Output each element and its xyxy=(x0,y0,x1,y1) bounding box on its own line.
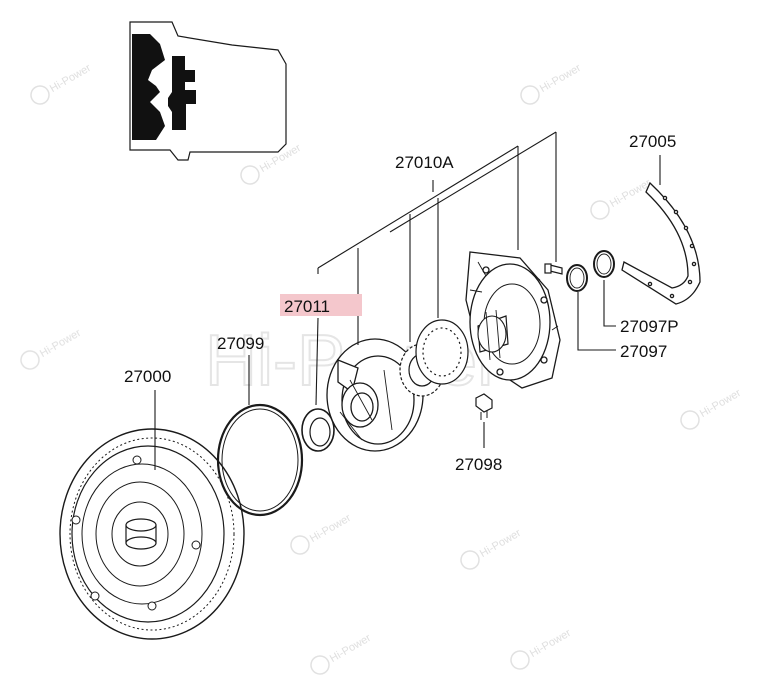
seal-ring-p xyxy=(593,250,615,278)
snap-ring-gasket xyxy=(621,181,701,305)
watermark-logo: Hi-Power xyxy=(520,62,583,105)
o-ring xyxy=(216,403,304,517)
watermark-logo: Hi-Power xyxy=(510,627,573,670)
callout-27010a: 27010A xyxy=(395,153,454,172)
watermark-logo: Hi-Power xyxy=(20,327,83,370)
oil-seal xyxy=(301,408,335,452)
watermark-logo: Hi-Power xyxy=(30,62,93,105)
watermark-text: Hi-Power xyxy=(38,327,83,360)
watermark-text: Hi-Power xyxy=(308,512,353,545)
transmission-cutaway-inset xyxy=(129,21,287,161)
watermark-text: Hi-Power xyxy=(608,177,653,210)
callout-27097: 27097 xyxy=(620,342,667,361)
leader-lines xyxy=(154,131,661,470)
oil-pump-body xyxy=(465,251,561,389)
pump-bolt-small xyxy=(544,263,563,275)
callout-27097p: 27097P xyxy=(620,317,679,336)
watermark-text: Hi-Power xyxy=(528,627,573,660)
highlight-27011 xyxy=(280,294,362,316)
callout-27005: 27005 xyxy=(629,132,676,151)
callout-27000: 27000 xyxy=(124,367,171,386)
callout-27011: 27011 xyxy=(284,297,330,316)
watermark-logo: Hi-Power xyxy=(290,512,353,555)
watermark-text: Hi-Power xyxy=(48,62,93,95)
watermark-logo: Hi-Power xyxy=(680,387,743,430)
torque-converter xyxy=(59,428,245,640)
watermark-logo: Hi-Power xyxy=(460,527,523,570)
watermark-logo: Hi-Power xyxy=(310,632,373,675)
seal-ring xyxy=(566,264,588,292)
callout-27098: 27098 xyxy=(455,455,502,474)
watermark-logo: Hi-Power xyxy=(590,177,653,220)
pump-gears xyxy=(399,319,469,397)
watermark-text: Hi-Power xyxy=(538,62,583,95)
watermark-text: Hi-Power xyxy=(698,387,743,420)
watermark-text: Hi-Power xyxy=(478,527,523,560)
bolt xyxy=(475,393,493,420)
callout-labels: 27000 27099 27011 27010A 27098 27005 270… xyxy=(124,132,679,474)
oil-pump-cover xyxy=(326,338,424,452)
callout-27099: 27099 xyxy=(217,334,264,353)
watermark-text: Hi-Power xyxy=(328,632,373,665)
